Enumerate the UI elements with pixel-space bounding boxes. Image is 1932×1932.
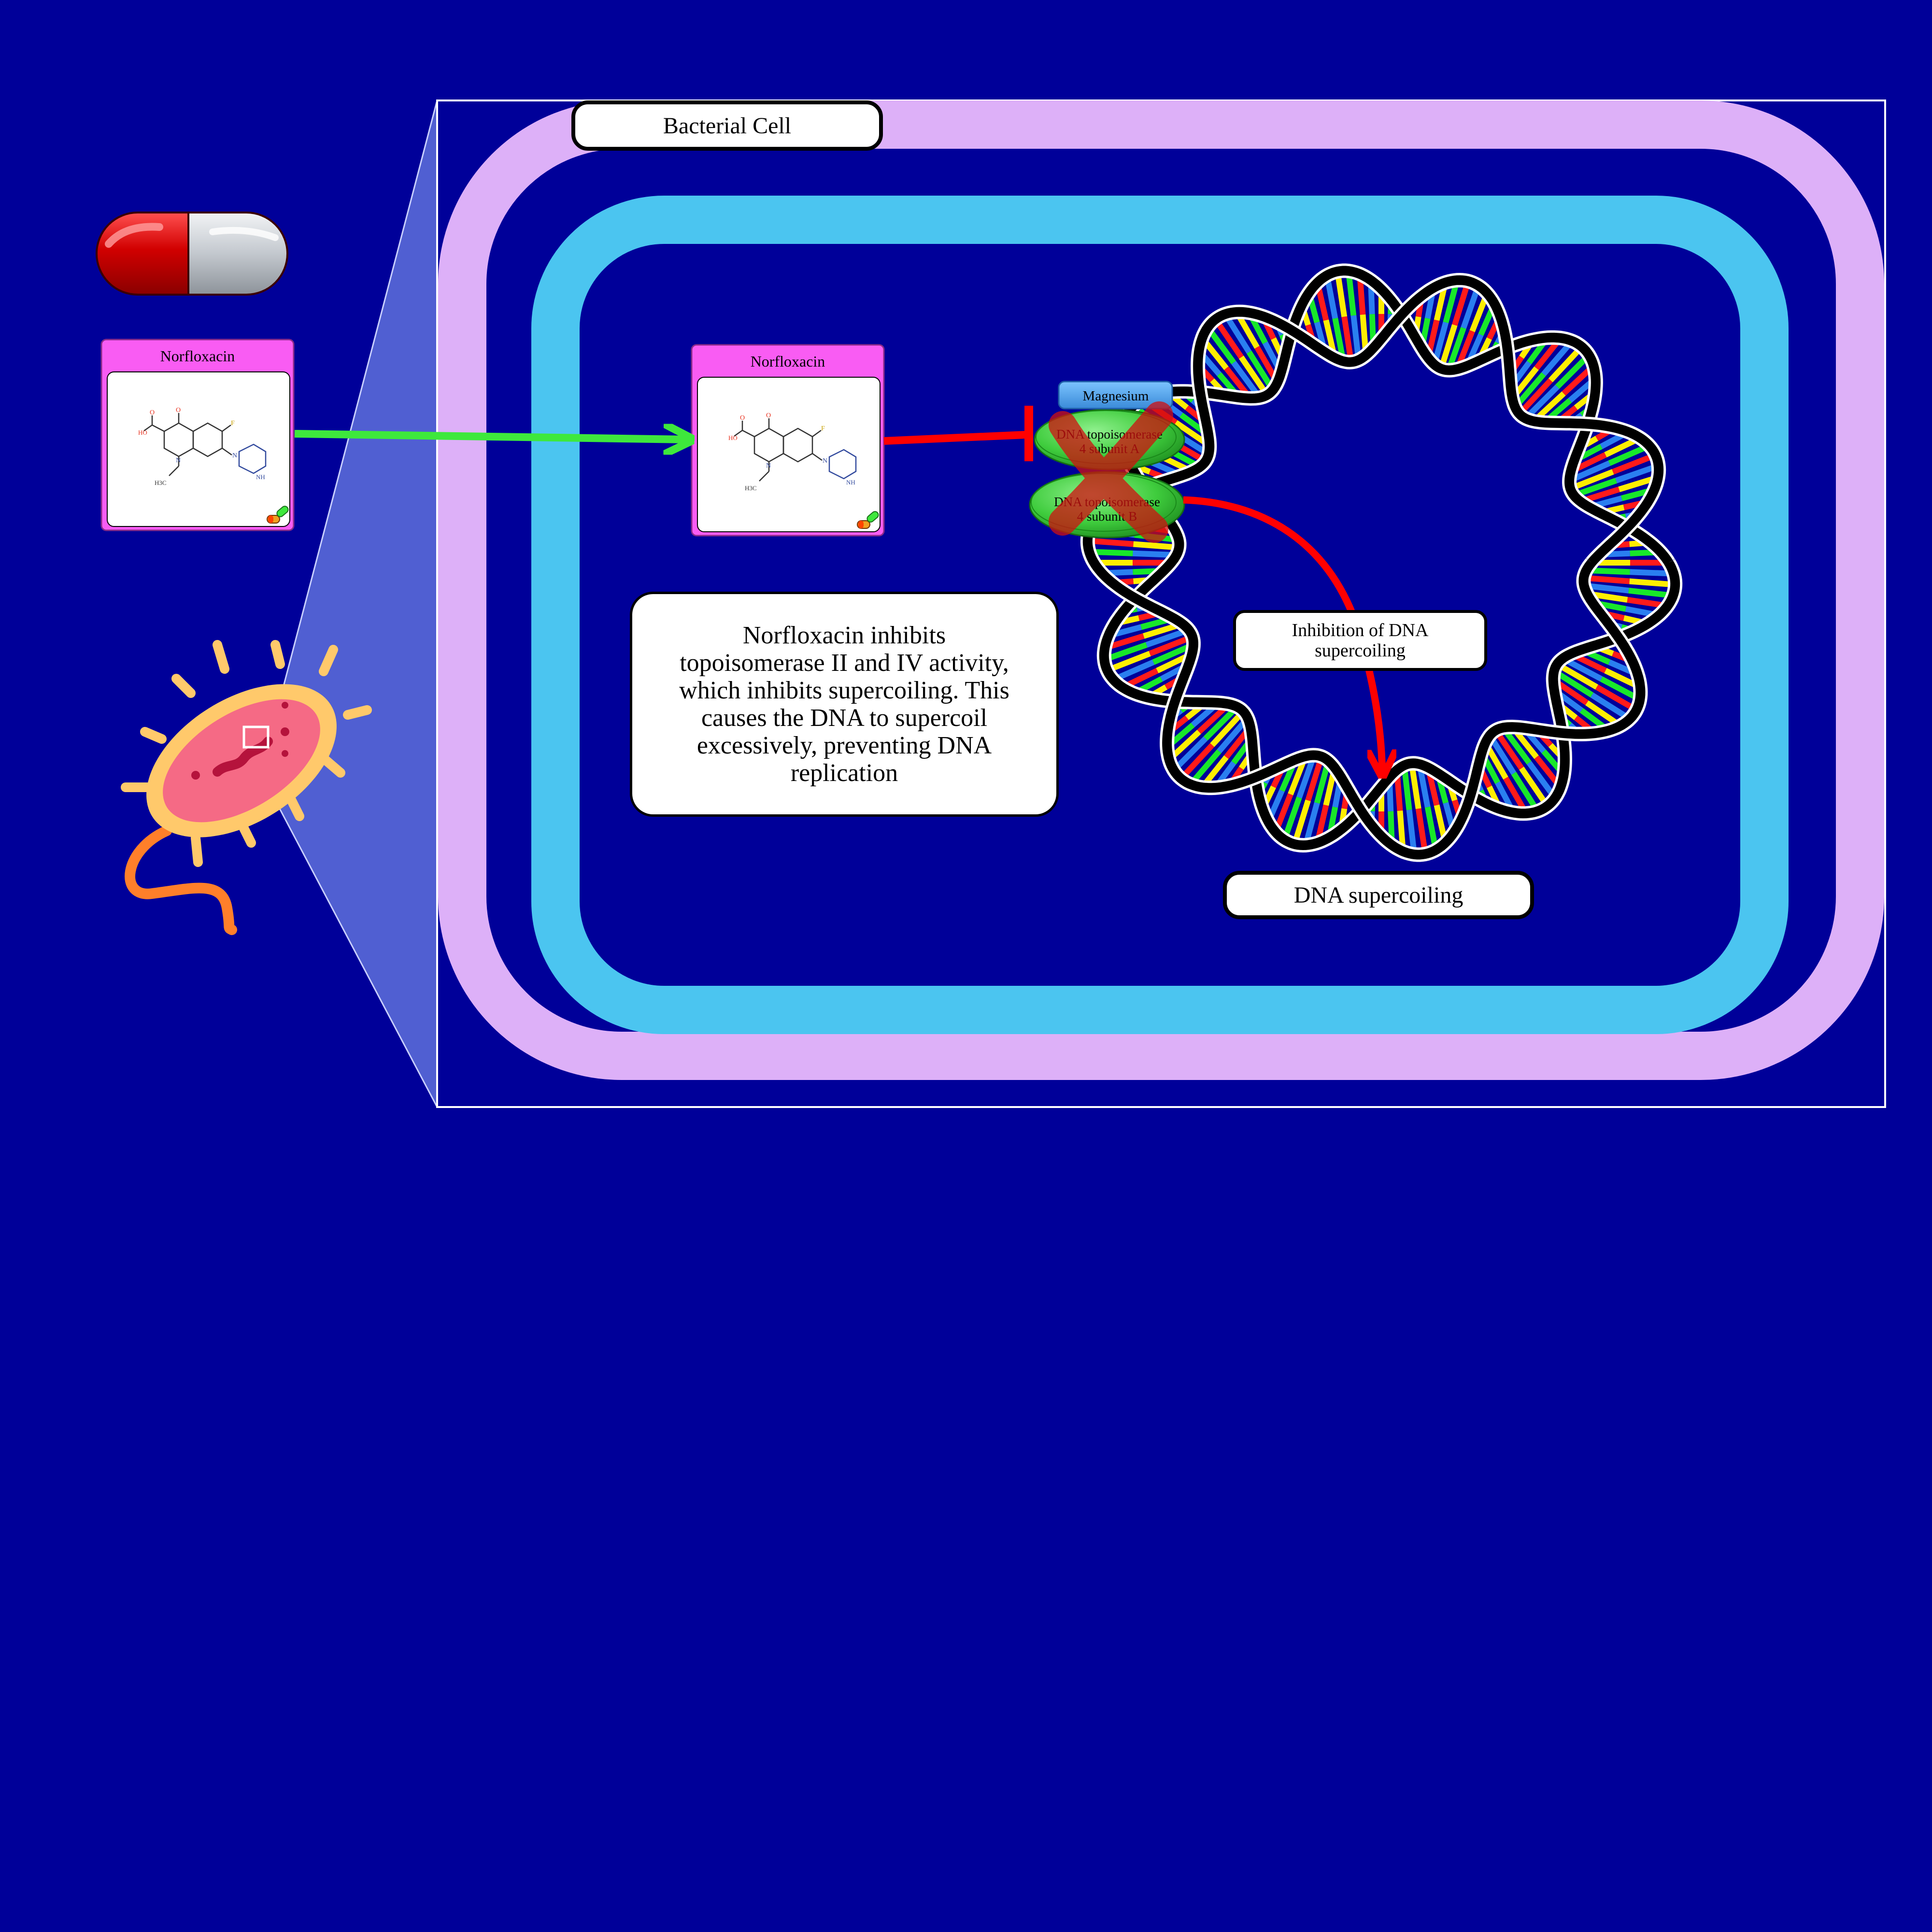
- svg-text:O: O: [176, 407, 181, 414]
- dna-base-pair: [1292, 799, 1311, 845]
- dna-base-pair: [1408, 763, 1421, 810]
- drug-card-outside[interactable]: Norfloxacin HO O O F N N NH H3C: [100, 339, 295, 531]
- dna-base-pair: [1149, 634, 1194, 656]
- dna-supercoiling-text: DNA supercoiling: [1293, 882, 1463, 908]
- svg-text:O: O: [740, 414, 745, 422]
- svg-text:F: F: [821, 425, 825, 432]
- dna-base-pair: [1438, 324, 1458, 370]
- dna-base-pair: [1452, 280, 1471, 326]
- dna-base-pair: [1213, 317, 1244, 359]
- dna-base-pair: [1210, 709, 1246, 747]
- dna-base-pair: [1087, 538, 1134, 547]
- svg-text:F: F: [231, 420, 235, 427]
- svg-text:N: N: [176, 457, 181, 464]
- zoom-callout: [267, 100, 437, 1107]
- dna-base-pair: [1106, 651, 1151, 673]
- dna-supercoiling-label: DNA supercoiling: [1223, 871, 1534, 919]
- norfloxacin-structure-outside: HO O O F N N NH H3C: [138, 407, 267, 486]
- svg-text:HO: HO: [138, 429, 147, 436]
- dna-base-pair: [1517, 378, 1553, 416]
- dna-base-pair: [1341, 316, 1354, 363]
- drug-badge-icon: [267, 506, 289, 524]
- svg-text:O: O: [150, 409, 155, 416]
- dna-base-pair: [1335, 271, 1348, 317]
- drug-name-copy: Norfloxacin: [751, 353, 825, 370]
- outer-membrane: [438, 100, 1884, 1080]
- dna-base-pair: [1612, 452, 1657, 475]
- svg-text:N: N: [232, 452, 237, 459]
- transport-arrow: [294, 434, 688, 440]
- dna-base-pair: [1179, 743, 1215, 781]
- drug-name: Norfloxacin: [160, 347, 235, 365]
- norfloxacin-structure-inside: HO O O F N N NH H3C: [728, 412, 857, 492]
- inhibition-label-line-2: supercoiling: [1315, 640, 1406, 661]
- bacterial-cell-label: Bacterial Cell: [571, 100, 883, 151]
- dna-base-pair: [1595, 684, 1638, 713]
- dna-base-pair: [1629, 578, 1676, 588]
- dna-base-pair: [1519, 767, 1550, 808]
- dna-base-pair: [1133, 541, 1179, 551]
- mechanism-description: Norfloxacin inhibits topoisomerase II an…: [630, 592, 1059, 817]
- svg-text:H3C: H3C: [155, 479, 167, 486]
- drug-card-inside[interactable]: Norfloxacin HO O O F N N NH H3C: [691, 344, 885, 537]
- dna-base-pair: [1493, 728, 1524, 770]
- dna-base-pair: [1555, 661, 1599, 690]
- bacterium-icon: [121, 640, 372, 935]
- inhibition-label-line-1: Inhibition of DNA: [1292, 620, 1429, 640]
- magnesium-label: Magnesium: [1083, 388, 1149, 404]
- drug-badge-icon: [857, 511, 879, 529]
- zoom-line-bottom: [266, 784, 438, 1108]
- dna-base-pair: [1305, 755, 1324, 801]
- magnesium-cofactor[interactable]: Magnesium: [1058, 381, 1173, 410]
- svg-text:NH: NH: [846, 479, 855, 486]
- inhibition-arrow: [883, 406, 1033, 461]
- dna-base-pair: [1238, 355, 1270, 397]
- dna-base-pair: [1569, 469, 1614, 492]
- zoom-line-top: [266, 100, 438, 749]
- mechanism-description-text: Norfloxacin inhibits topoisomerase II an…: [679, 622, 1009, 787]
- svg-text:H3C: H3C: [745, 484, 757, 492]
- dna-base-pair: [1583, 575, 1630, 584]
- dna-strand: [1082, 275, 1664, 860]
- bacterial-cell-title: Bacterial Cell: [663, 113, 792, 139]
- svg-text:O: O: [766, 412, 771, 419]
- svg-text:HO: HO: [728, 434, 738, 441]
- capsule-icon: [96, 212, 288, 296]
- svg-text:N: N: [766, 462, 771, 469]
- inhibition-label: Inhibition of DNA supercoiling: [1233, 610, 1487, 671]
- inhibited-x-icon: [1049, 401, 1173, 543]
- dna-base-pair: [1548, 344, 1584, 383]
- svg-text:NH: NH: [256, 473, 265, 481]
- svg-text:N: N: [823, 457, 827, 465]
- dna-base-pair: [1415, 808, 1428, 854]
- inner-membrane: [531, 196, 1789, 1034]
